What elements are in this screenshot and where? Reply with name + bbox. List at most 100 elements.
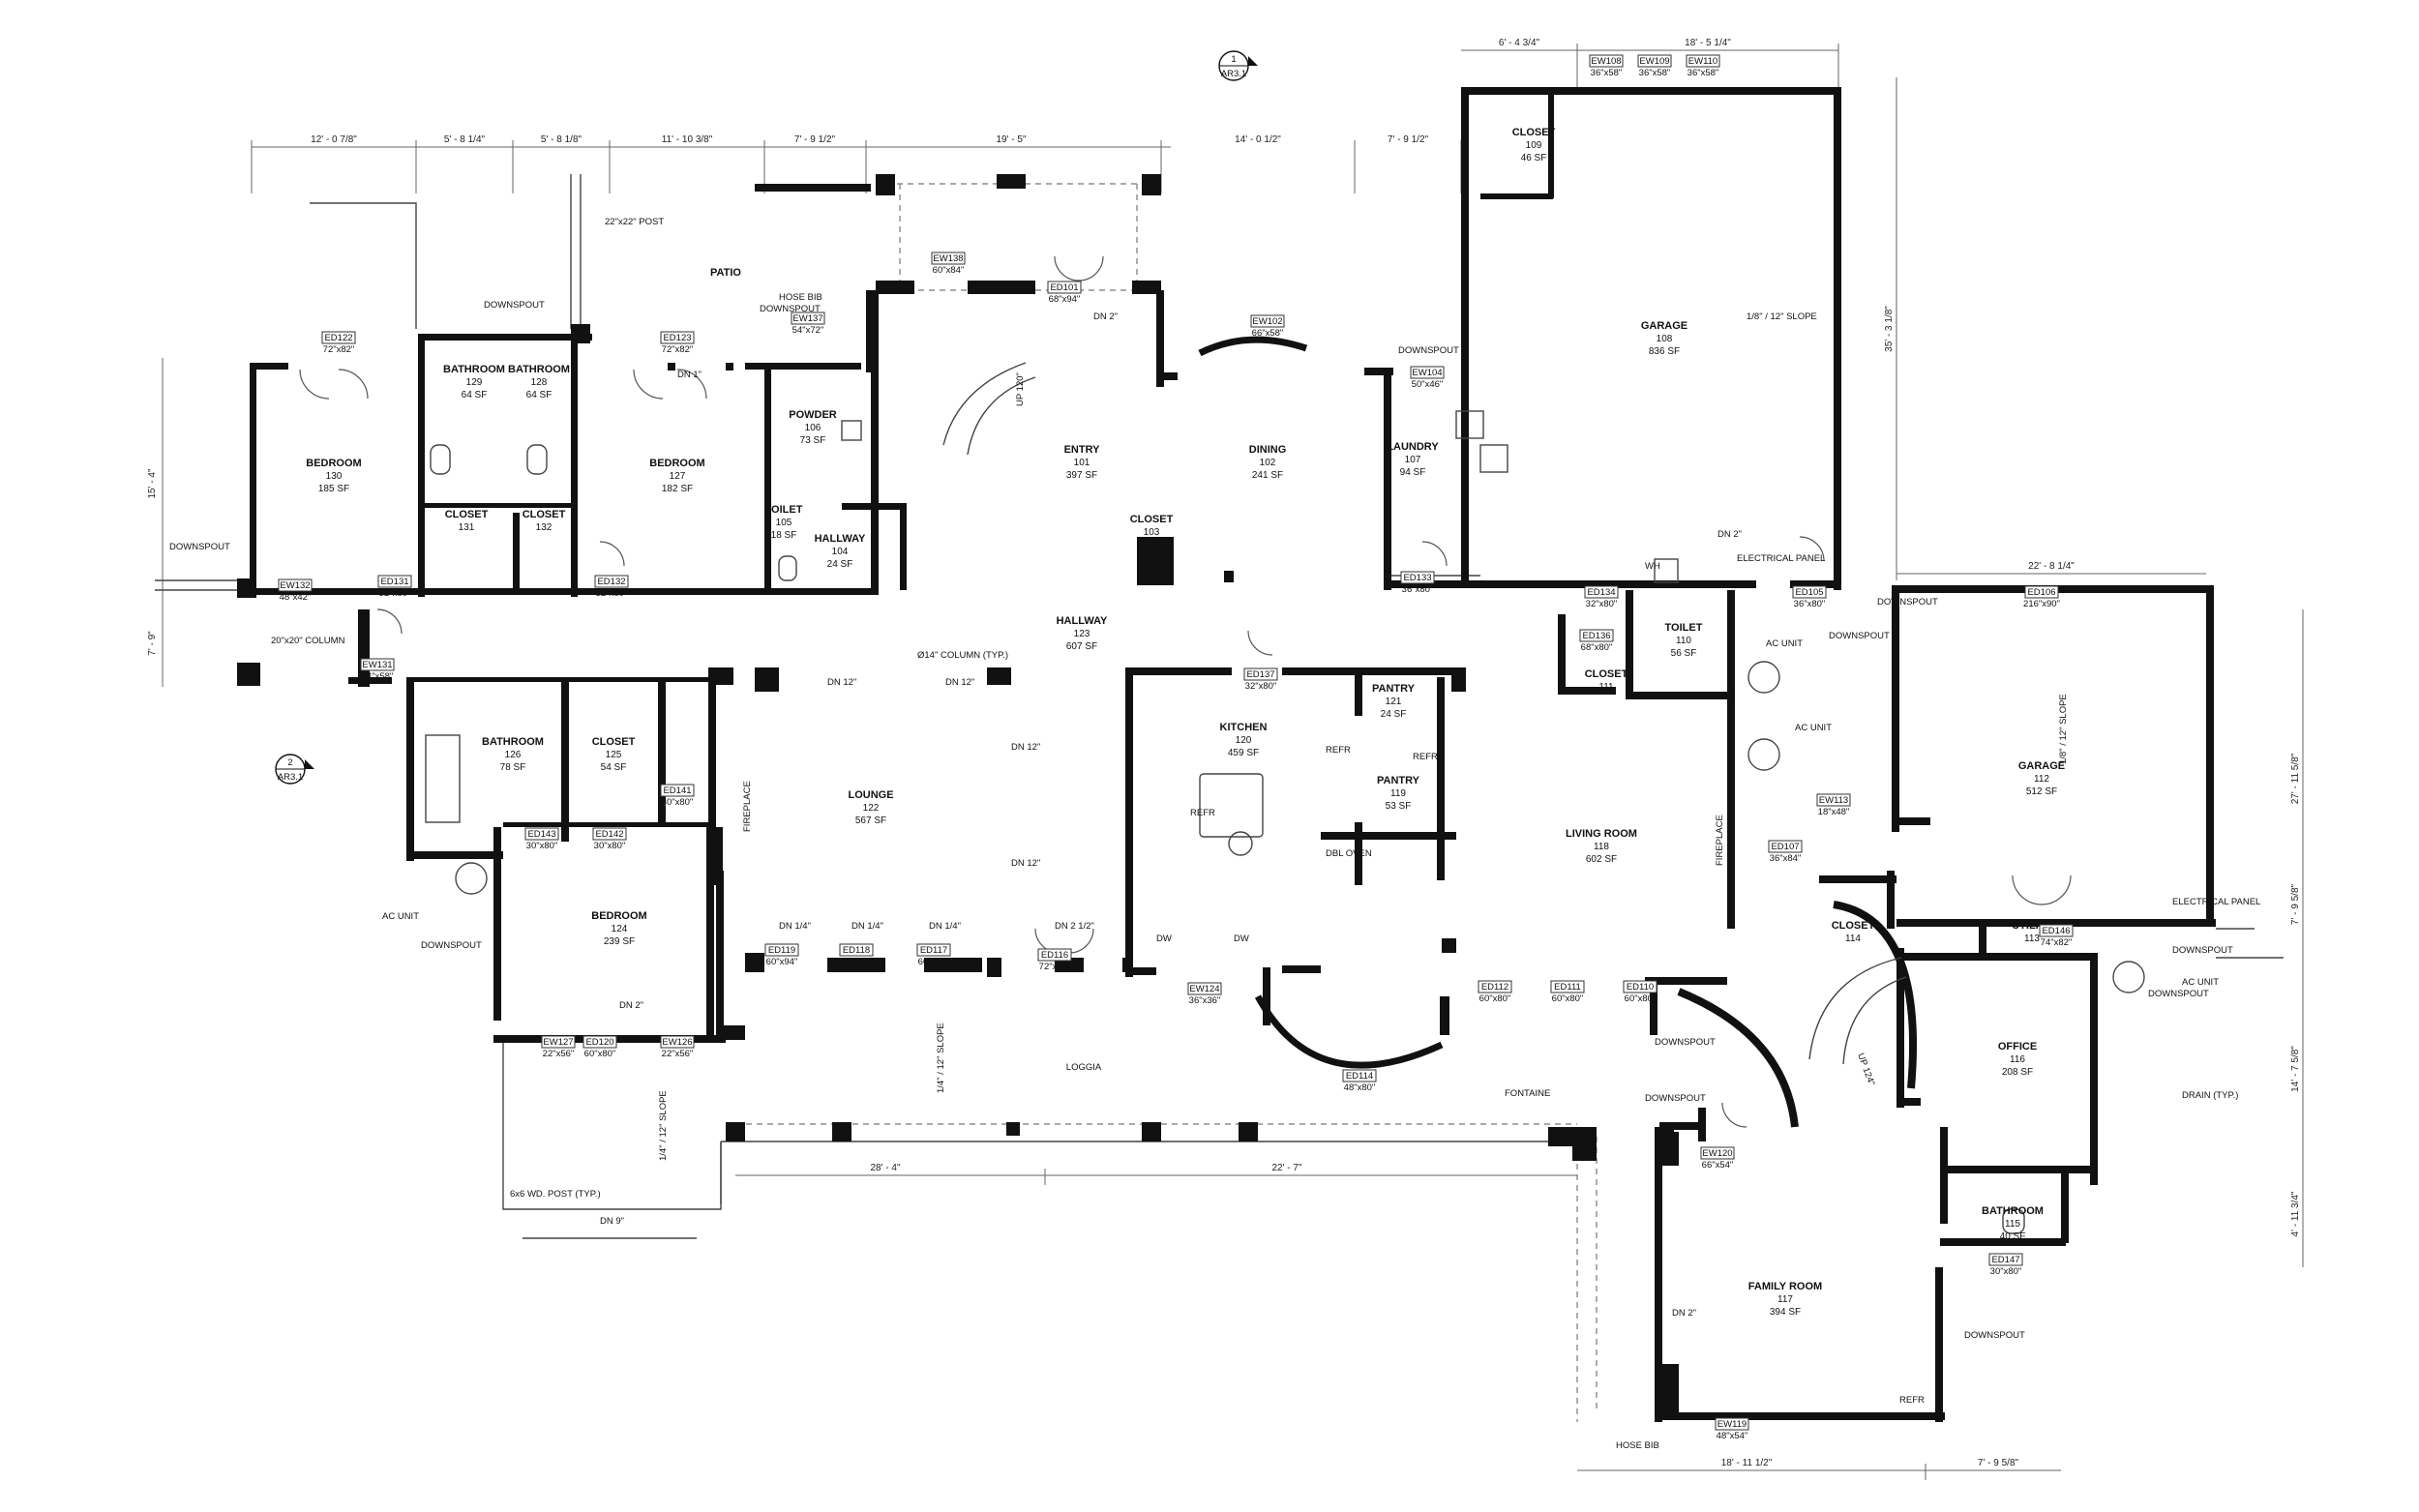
dim-top-5: 7' - 9 1/2": [794, 134, 836, 145]
dim-top-1: 12' - 0 7/8": [311, 134, 357, 145]
opening-tag-size: 60"x94": [766, 957, 798, 967]
opening-tag-box: [916, 943, 951, 957]
dimension-lines: [162, 44, 2304, 1480]
opening-tag-code: ED107: [1771, 842, 1799, 852]
opening-tag-size: 32"x80": [1586, 599, 1618, 609]
opening-tag-size: 60"x80": [584, 1049, 616, 1059]
room-number: 132: [536, 522, 552, 533]
room-name: BEDROOM: [649, 458, 704, 469]
opening-tag-box: [1700, 1146, 1735, 1160]
opening-tag-size: 22"x56": [662, 1049, 694, 1059]
opening-tag-size: 60"x84": [933, 265, 965, 276]
opening-tag-box: [1410, 366, 1445, 379]
opening-tag-box: [541, 1035, 576, 1049]
room-number: 108: [1657, 334, 1673, 344]
note-ac-unit-2: AC UNIT: [1795, 723, 1832, 733]
opening-tag-size: 72"x82": [323, 344, 355, 355]
note-dn-12-d: DN 12": [1011, 858, 1040, 869]
room-area: 46 SF: [1521, 153, 1547, 163]
opening-tag-code: ED120: [585, 1037, 613, 1048]
room-area: 8 SF: [1141, 540, 1161, 550]
room-area: 512 SF: [2026, 786, 2057, 797]
room-name: BEDROOM: [591, 910, 646, 922]
room-number: 124: [612, 924, 628, 934]
opening-tag-size: 36"x58": [1591, 68, 1623, 78]
curved-walls: [1198, 336, 1918, 1128]
note-refr-2: REFR: [1326, 745, 1351, 756]
dim-right-2: 22' - 8 1/4": [2028, 561, 2075, 572]
opening-tag-size: 36"x58": [1639, 68, 1671, 78]
room-number: 102: [1260, 458, 1276, 468]
opening-tag-code: ED110: [1627, 982, 1654, 993]
note-electrical-1: ELECTRICAL PANEL: [1737, 553, 1825, 564]
room-label-patio: PATIO: [710, 267, 741, 279]
opening-tag-box: [1550, 980, 1585, 993]
room-number: 118: [1594, 842, 1609, 852]
opening-tag-box: [1715, 1417, 1749, 1431]
opening-tag-code: ED132: [597, 577, 625, 587]
dim-right-6: 4' - 11 3/4": [2290, 1191, 2301, 1236]
note-up-124: UP 124": [1855, 1052, 1876, 1087]
note-fireplace-2: FIREPLACE: [1715, 815, 1725, 866]
dim-right-4: 7' - 9 5/8": [2290, 883, 2301, 925]
opening-tag-code: EW119: [1717, 1419, 1747, 1430]
opening-tag-box: [1988, 1253, 2023, 1266]
opening-tag-code: EW102: [1252, 316, 1282, 327]
opening-tag-box: [1047, 281, 1082, 294]
note-dn-2-d: DN 2": [1672, 1308, 1696, 1319]
opening-tag-code: EW113: [1819, 795, 1848, 806]
opening-tag-size: 60"x94": [918, 957, 950, 967]
note-wh: WH: [1645, 561, 1660, 572]
opening-tag-size: 60"x80": [1479, 993, 1511, 1004]
opening-tag-code: ED133: [1403, 573, 1431, 583]
fixtures: [425, 410, 2145, 1234]
opening-tag-code: ED147: [1991, 1255, 2019, 1265]
dim-bottom-1: 28' - 4": [870, 1163, 900, 1173]
opening-tag-code: ED106: [2027, 587, 2055, 598]
note-dw-1: DW: [1156, 934, 1172, 944]
room-number: 104: [832, 547, 849, 557]
opening-tag-box: [1816, 793, 1851, 807]
note-dbl-oven: DBL OVEN: [1326, 848, 1372, 859]
room-name: BATHROOM: [1982, 1205, 2044, 1217]
note-drain: DRAIN (TYP.): [2182, 1090, 2238, 1101]
room-area: 40 SF: [2000, 1231, 2026, 1242]
opening-tag-size: 66"x54": [1702, 1160, 1734, 1171]
note-ac-unit-4: AC UNIT: [2182, 977, 2219, 988]
note-downspout-9: DOWNSPOUT: [2148, 989, 2209, 999]
room-name: HALLWAY: [1057, 615, 1108, 627]
note-hose-bib-1: HOSE BIB: [779, 292, 822, 303]
opening-tag-size: 30"x80": [1990, 1266, 2022, 1277]
room-name: PANTRY: [1377, 775, 1420, 786]
opening-tag-box: [2024, 585, 2059, 599]
room-number: 113: [2024, 934, 2040, 944]
note-dn-9: DN 9": [600, 1216, 624, 1227]
opening-tag-code: EW132: [280, 580, 310, 591]
opening-tag-code: ED141: [663, 786, 691, 796]
room-number: 101: [1074, 458, 1090, 468]
note-downspout-11: DOWNSPOUT: [1645, 1093, 1706, 1104]
opening-tag-size: 72"x82": [662, 344, 694, 355]
opening-tag-code: ED112: [1481, 982, 1508, 993]
opening-tag-size: 24"x58": [362, 671, 394, 682]
room-area: 64 SF: [526, 390, 552, 400]
opening-tag-box: [1400, 571, 1435, 584]
opening-tag-size: 60"x80": [1625, 993, 1657, 1004]
opening-tag-code: EW131: [362, 660, 392, 670]
